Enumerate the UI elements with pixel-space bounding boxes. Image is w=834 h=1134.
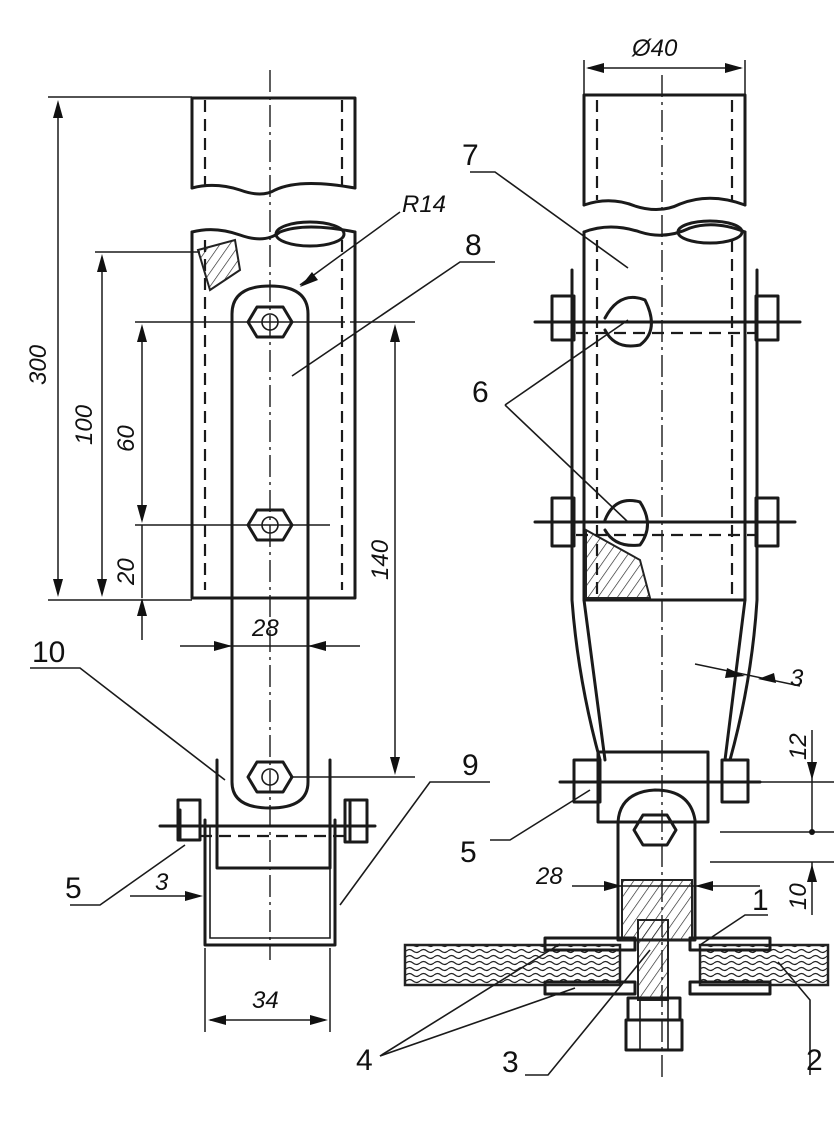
right-clamp-plates xyxy=(570,268,759,762)
dim-diameter-40: Ø40 xyxy=(631,35,678,62)
dim-28-right: 28 xyxy=(535,863,563,890)
callout-4: 4 xyxy=(356,1044,373,1077)
right-bolt-upper xyxy=(533,294,802,348)
dim-60: 60 xyxy=(113,425,140,452)
callout-6: 6 xyxy=(472,376,489,409)
left-leader-lines xyxy=(30,261,495,906)
dim-34: 34 xyxy=(252,987,279,1014)
callout-2: 2 xyxy=(806,1044,823,1077)
dim-12: 12 xyxy=(785,733,812,760)
callout-3: 3 xyxy=(502,1046,519,1079)
dim-20: 20 xyxy=(113,558,140,586)
dim-140: 140 xyxy=(367,539,394,580)
dim-3-right: 3 xyxy=(790,665,804,692)
right-view: Ø40 3 12 10 28 7 6 5 1 4 3 2 xyxy=(356,35,834,1080)
right-boards xyxy=(403,936,830,996)
left-upper-tube xyxy=(190,96,357,196)
callout-5-right: 5 xyxy=(460,836,477,869)
right-dimension-lines xyxy=(572,60,834,915)
right-main-tube xyxy=(582,219,747,602)
left-flat-bar xyxy=(230,284,310,810)
left-view: 300 100 60 20 140 28 34 3 R14 8 10 9 5 xyxy=(25,70,495,1032)
dim-3-left: 3 xyxy=(155,869,169,896)
right-upper-tube xyxy=(582,93,747,211)
dim-100: 100 xyxy=(71,404,98,445)
callout-7: 7 xyxy=(462,139,479,172)
right-leader-lines xyxy=(379,171,811,1076)
dim-10: 10 xyxy=(785,883,812,910)
left-dimension-lines xyxy=(48,96,415,1032)
left-bracket xyxy=(158,758,377,947)
callout-1: 1 xyxy=(752,884,769,917)
callout-8: 8 xyxy=(465,229,482,262)
left-main-tube xyxy=(190,220,357,600)
dim-r14: R14 xyxy=(402,191,446,218)
right-through-bolt xyxy=(624,919,684,1052)
callout-9: 9 xyxy=(462,749,479,782)
dim-300: 300 xyxy=(25,344,52,385)
callout-10: 10 xyxy=(32,636,65,669)
right-lower-bracket xyxy=(558,750,762,942)
callout-5-left: 5 xyxy=(65,872,82,905)
left-bolt-axes xyxy=(135,321,415,778)
right-bolt-lower xyxy=(533,496,797,548)
dim-28-left: 28 xyxy=(251,615,279,642)
